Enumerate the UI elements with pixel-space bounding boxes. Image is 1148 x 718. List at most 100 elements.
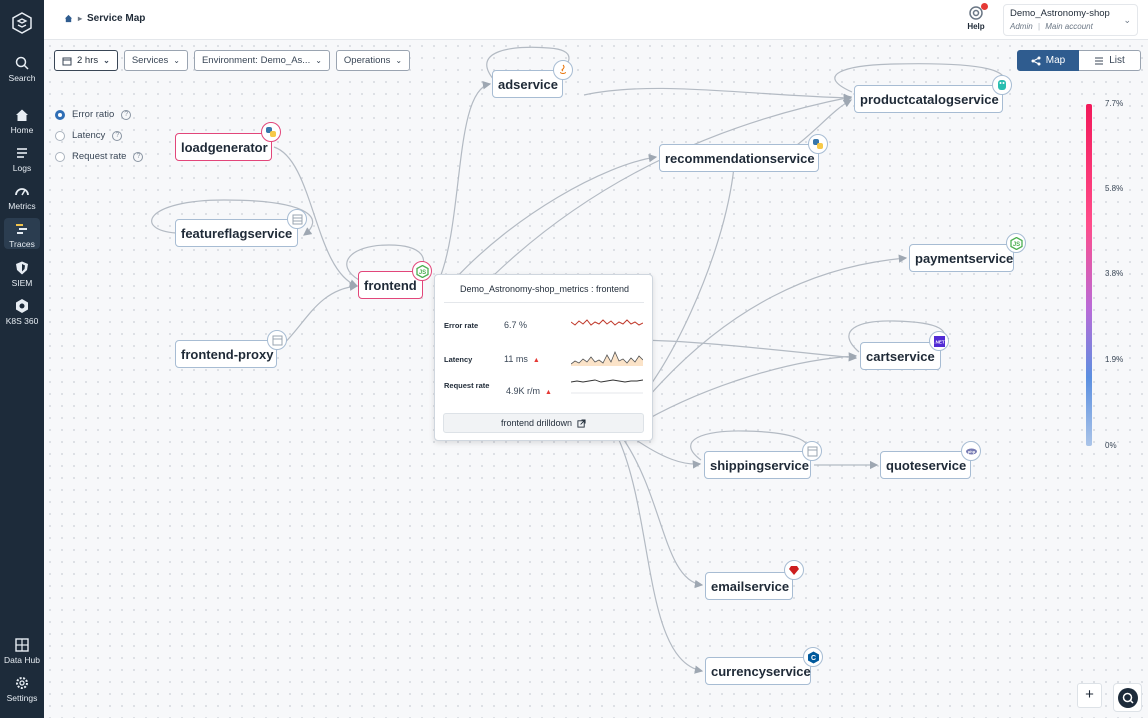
list-icon: [1095, 57, 1104, 64]
service-node-label: quoteservice: [886, 457, 967, 473]
radio-button[interactable]: [55, 130, 65, 141]
service-node-frontend-proxy[interactable]: frontend-proxy: [175, 340, 277, 368]
data-hub-icon: [15, 638, 29, 652]
error-rate-label: Error rate: [444, 321, 479, 330]
svg-text:JS: JS: [418, 270, 425, 276]
service-node-label: adservice: [498, 76, 558, 92]
shield-icon: [16, 261, 28, 275]
sidebar: Search Home Logs Metrics Traces SIEM K8S…: [0, 0, 44, 718]
external-link-icon: [577, 418, 586, 428]
account-type: Main account: [1045, 22, 1093, 31]
page-title: Service Map: [87, 13, 146, 24]
service-node-currencyservice[interactable]: currencyservice: [705, 657, 811, 685]
gear-icon: [16, 677, 28, 689]
account-switcher[interactable]: Demo_Astronomy-shop Admin | Main account…: [1003, 4, 1138, 36]
service-node-label: currencyservice: [711, 663, 811, 679]
service-node-label: shippingservice: [710, 457, 809, 473]
request-rate-value: 4.9K r/m: [506, 386, 541, 396]
assistant-icon: [1118, 688, 1138, 708]
service-node-label: recommendationservice: [665, 150, 815, 166]
sidebar-item-k8s[interactable]: K8S 360: [0, 298, 44, 326]
dotnet-icon: .NET: [929, 331, 949, 351]
latency-value-wrap: 11 ms▲: [504, 354, 540, 364]
sidebar-item-label: SIEM: [11, 278, 33, 288]
services-label: Services: [131, 55, 169, 66]
popup-title: Demo_Astronomy-shop_metrics : frontend: [459, 284, 630, 294]
chevron-down-icon: ⌄: [315, 56, 322, 65]
sidebar-item-label: Metrics: [8, 201, 36, 211]
radio-error-ratio[interactable]: Error ratio ?: [55, 104, 143, 125]
calendar-icon: [62, 57, 72, 65]
service-node-recommendationservice[interactable]: recommendationservice: [659, 144, 819, 172]
trend-up-icon: ▲: [545, 389, 552, 396]
radio-button[interactable]: [55, 151, 65, 162]
sidebar-item-metrics[interactable]: Metrics: [0, 183, 44, 211]
k8s-icon: [16, 299, 28, 313]
sidebar-item-settings[interactable]: Settings: [0, 675, 44, 703]
map-view-label: Map: [1045, 55, 1066, 66]
operations-label: Operations: [343, 55, 391, 66]
breadcrumb: ▸ Service Map: [64, 13, 145, 24]
time-range-select[interactable]: 2 hrs ⌄: [54, 50, 118, 71]
services-select[interactable]: Services ⌄: [123, 50, 188, 71]
radio-latency[interactable]: Latency ?: [55, 125, 143, 146]
notification-dot: [981, 3, 988, 10]
radio-request-rate[interactable]: Request rate ?: [55, 146, 144, 167]
home-icon[interactable]: [64, 14, 73, 23]
legend-tick: 1.9%: [1105, 355, 1124, 364]
service-node-paymentservice[interactable]: paymentservice: [909, 244, 1014, 272]
logo-icon[interactable]: [11, 12, 33, 34]
sidebar-item-label: Search: [8, 73, 36, 83]
sidebar-item-home[interactable]: Home: [0, 107, 44, 135]
service-node-productcatalogservice[interactable]: productcatalogservice: [854, 85, 1003, 113]
service-node-label: frontend-proxy: [181, 346, 274, 362]
environment-select[interactable]: Environment: Demo_As... ⌄: [193, 50, 330, 71]
account-name: Demo_Astronomy-shop: [1010, 8, 1110, 19]
help-icon[interactable]: ?: [121, 109, 132, 120]
java-icon: [553, 60, 573, 80]
map-icon: [1031, 56, 1041, 65]
service-map-canvas[interactable]: 2 hrs ⌄ Services ⌄ Environment: Demo_As.…: [44, 40, 1148, 718]
latency-row: Latency 11 ms▲: [444, 350, 644, 378]
chevron-down-icon: ⌄: [1123, 15, 1131, 25]
list-view-button[interactable]: List: [1079, 50, 1141, 71]
generic-service-icon: [287, 209, 307, 229]
sidebar-item-data-hub[interactable]: Data Hub: [0, 637, 44, 665]
service-node-quoteservice[interactable]: quoteservice: [880, 451, 971, 479]
sidebar-item-search[interactable]: Search: [0, 55, 44, 83]
help-icon[interactable]: ?: [112, 130, 123, 141]
map-view-button[interactable]: Map: [1017, 50, 1079, 71]
top-header: ▸ Service Map Help Demo_Astronomy-shop A…: [44, 0, 1148, 40]
account-role: Admin: [1010, 22, 1033, 31]
latency-value: 11 ms: [504, 354, 528, 364]
service-node-loadgenerator[interactable]: loadgenerator: [175, 133, 272, 161]
assistant-button[interactable]: [1113, 683, 1142, 712]
python-icon: [808, 134, 828, 154]
drilldown-label: frontend drilldown: [500, 418, 573, 428]
operations-select[interactable]: Operations ⌄: [335, 50, 411, 71]
logs-icon: [17, 148, 27, 158]
radio-button[interactable]: [55, 109, 65, 120]
service-node-adservice[interactable]: adservice: [492, 70, 563, 98]
service-node-shippingservice[interactable]: shippingservice: [704, 451, 811, 479]
python-icon: [261, 122, 281, 142]
sidebar-item-siem[interactable]: SIEM: [0, 260, 44, 288]
help-icon[interactable]: ?: [133, 151, 144, 162]
frontend-drilldown-button[interactable]: frontend drilldown: [443, 413, 644, 433]
help-button[interactable]: Help: [960, 3, 992, 31]
service-node-cartservice[interactable]: cartservice: [860, 342, 941, 370]
radio-label: Request rate: [72, 151, 127, 162]
sidebar-item-traces[interactable]: Traces: [4, 218, 40, 249]
legend-tick: 7.7%: [1105, 99, 1124, 108]
latency-label: Latency: [444, 355, 473, 364]
service-node-emailservice[interactable]: emailservice: [705, 572, 793, 600]
service-node-label: loadgenerator: [181, 139, 268, 155]
traces-icon: [16, 224, 27, 234]
nodejs-icon: JS: [1006, 233, 1026, 253]
service-metrics-popup: Demo_Astronomy-shop_metrics : frontend E…: [434, 274, 653, 441]
svg-text:.NET: .NET: [934, 339, 945, 344]
zoom-in-button[interactable]: +: [1077, 683, 1102, 708]
sidebar-item-label: Traces: [9, 239, 35, 249]
service-node-featureflagservice[interactable]: featureflagservice: [175, 219, 298, 247]
sidebar-item-logs[interactable]: Logs: [0, 145, 44, 173]
